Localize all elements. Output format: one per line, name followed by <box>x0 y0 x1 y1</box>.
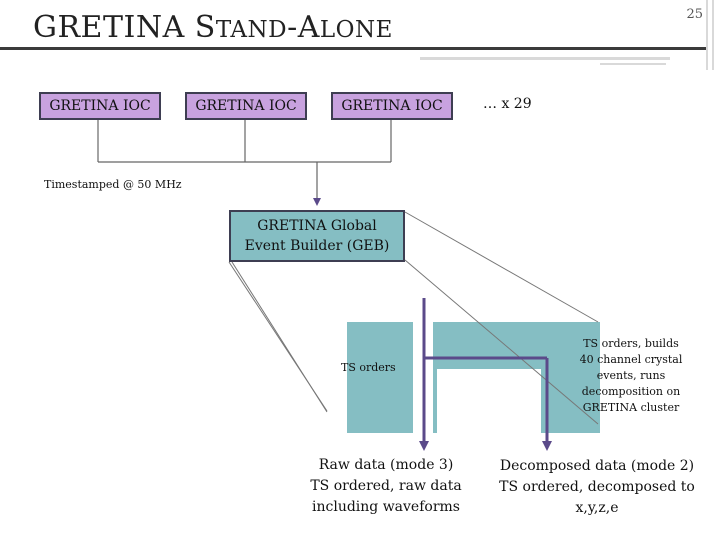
header-vertical-rule-2 <box>712 0 714 70</box>
geb-detail-block-left <box>347 322 413 433</box>
gretina-ioc-box: GRETINA IOC <box>185 92 307 120</box>
ioc-label: GRETINA IOC <box>49 98 151 114</box>
header-rule-light <box>420 57 670 60</box>
geb-detail-note: TS orders, builds 40 channel crystal eve… <box>571 336 691 416</box>
zoom-lines <box>228 211 599 425</box>
ts-orders-label: TS orders <box>341 361 396 374</box>
header-vertical-rule <box>706 0 708 70</box>
decomposed-data-output: Decomposed data (mode 2) TS ordered, dec… <box>485 456 709 519</box>
decomposed-line: Decomposed data (mode 2) <box>499 458 695 474</box>
decomposed-line: x,y,z,e <box>575 500 619 516</box>
gretina-ioc-box: GRETINA IOC <box>331 92 453 120</box>
timestamp-label: Timestamped @ 50 MHz <box>44 178 182 191</box>
decomposed-line: TS ordered, decomposed to <box>499 479 695 495</box>
note-line: TS orders, builds <box>583 337 679 350</box>
geb-label-line2: Event Builder (GEB) <box>244 238 390 254</box>
note-line: GRETINA cluster <box>582 401 680 414</box>
note-line: decomposition on <box>581 385 681 398</box>
header-rule-light-2 <box>600 63 666 65</box>
ioc-label: GRETINA IOC <box>195 98 297 114</box>
header-rule <box>0 47 706 50</box>
raw-data-output: Raw data (mode 3) TS ordered, raw data i… <box>300 455 472 518</box>
note-line: events, runs <box>596 369 666 382</box>
ioc-connectors <box>97 120 392 206</box>
raw-line: TS ordered, raw data <box>310 478 462 494</box>
geb-detail-inner <box>437 369 541 433</box>
geb-label-line1: GRETINA Global <box>257 218 377 234</box>
raw-line: including waveforms <box>312 499 460 515</box>
slide-title: GRETINA STAND-ALONE <box>33 10 393 45</box>
geb-box: GRETINA Global Event Builder (GEB) <box>229 210 405 262</box>
ioc-multiplier: … x 29 <box>483 96 532 112</box>
ioc-label: GRETINA IOC <box>341 98 443 114</box>
raw-line: Raw data (mode 3) <box>318 457 454 473</box>
note-line: 40 channel crystal <box>579 353 683 366</box>
gretina-ioc-box: GRETINA IOC <box>39 92 161 120</box>
slide-number: 25 <box>686 7 703 22</box>
data-flow-arrows <box>419 298 552 451</box>
